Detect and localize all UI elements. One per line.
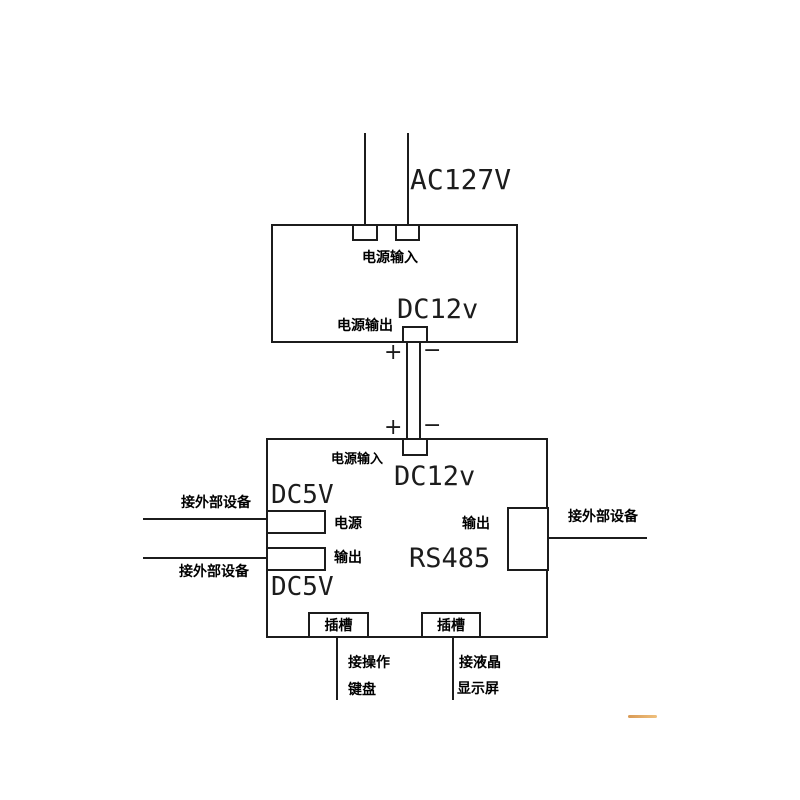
- rs485-port: [507, 507, 549, 571]
- psu-input-label: 电源输入: [362, 250, 418, 266]
- keyboard-wire: [336, 638, 338, 700]
- keyboard-label-line2: 键盘: [348, 682, 376, 698]
- ac-wire-right: [407, 133, 409, 224]
- slot-left-label: 插槽: [324, 618, 353, 634]
- ctrl-dc12v-label: DC12v: [394, 461, 476, 492]
- ext-wire-left-bottom: [143, 557, 266, 559]
- lcd-label-line1: 接液晶: [459, 655, 501, 671]
- ctrl-input-label: 电源输入: [331, 452, 384, 467]
- left-port-power: [266, 510, 326, 534]
- ext-device-left-top-label: 接外部设备: [181, 495, 251, 511]
- dc5v-top-label: DC5V: [271, 480, 334, 510]
- bus-plus-bottom: +: [384, 415, 403, 440]
- psu-dc-out-terminal: [402, 326, 428, 343]
- ext-wire-left-top: [143, 518, 266, 520]
- left-port-output-label: 输出: [334, 550, 362, 566]
- bus-plus-top: +: [384, 340, 403, 365]
- lcd-label-line2: 显示屏: [457, 681, 499, 697]
- ext-device-right-label: 接外部设备: [568, 509, 638, 525]
- bus-minus-top: −: [423, 338, 442, 363]
- left-port-power-label: 电源: [334, 516, 362, 532]
- slot-right: 插槽: [421, 612, 481, 638]
- left-port-output: [266, 547, 326, 571]
- psu-ac-terminal-left: [352, 224, 378, 241]
- ext-wire-right: [548, 537, 647, 539]
- ac-voltage-label: AC127V: [410, 163, 512, 196]
- ctrl-dc-in-terminal: [402, 438, 428, 456]
- controller-box: [266, 438, 548, 638]
- dc-bus-line-right: [419, 343, 421, 440]
- dc5v-bottom-label: DC5V: [271, 572, 334, 602]
- psu-output-label: 电源输出: [337, 318, 393, 334]
- bus-minus-bottom: −: [423, 413, 442, 438]
- right-port-output-label: 输出: [462, 516, 490, 532]
- ext-device-left-bottom-label: 接外部设备: [179, 564, 249, 580]
- dc-bus-line-left: [406, 343, 408, 440]
- psu-ac-terminal-right: [395, 224, 420, 241]
- rs485-label: RS485: [409, 543, 491, 574]
- psu-dc12v-label: DC12v: [397, 294, 479, 325]
- orange-dash-artifact: [628, 715, 657, 718]
- keyboard-label-line1: 接操作: [348, 655, 390, 671]
- lcd-wire: [452, 638, 454, 700]
- slot-right-label: 插槽: [437, 618, 465, 634]
- power-supply-box: [271, 224, 518, 343]
- slot-left: 插槽: [308, 612, 369, 638]
- ac-wire-left: [364, 133, 366, 224]
